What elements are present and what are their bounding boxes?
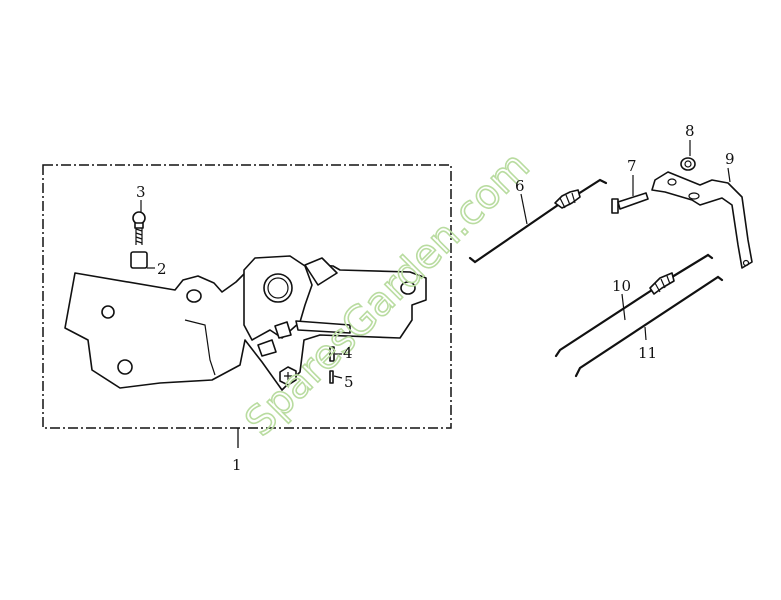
callout-5: 5 <box>344 373 354 391</box>
callout-8: 8 <box>685 122 695 140</box>
callout-1: 1 <box>232 456 242 474</box>
callout-3: 3 <box>136 183 146 201</box>
part-9-bracket <box>651 167 753 269</box>
part-4-pin <box>329 346 342 362</box>
control-base-plate <box>64 255 427 391</box>
callout-2: 2 <box>157 260 167 278</box>
part-7-bolt <box>611 175 649 214</box>
callout-10: 10 <box>612 277 631 295</box>
part-8-nut <box>680 140 696 171</box>
callout-4: 4 <box>343 344 353 362</box>
part-5-pin <box>329 370 343 384</box>
part-10-spring-rod <box>554 253 714 358</box>
callout-7: 7 <box>627 157 637 175</box>
part-3-screw <box>132 200 146 245</box>
part-6-spring-rod <box>468 178 608 264</box>
part-2-clip-nut <box>130 251 155 269</box>
callout-6: 6 <box>515 177 525 195</box>
part-11-rod <box>574 275 724 378</box>
assembly-boundary <box>42 164 452 429</box>
callout-9: 9 <box>725 150 735 168</box>
callout-11: 11 <box>638 344 657 362</box>
